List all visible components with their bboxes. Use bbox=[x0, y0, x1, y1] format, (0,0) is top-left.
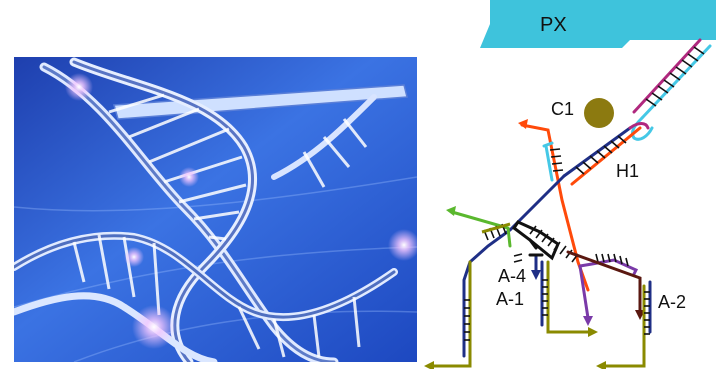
dna-helix-image bbox=[14, 57, 417, 362]
h1-rungs bbox=[575, 135, 627, 175]
helix-rungs bbox=[72, 93, 368, 358]
a4-label: A-4 bbox=[498, 266, 526, 286]
purple-strand bbox=[578, 258, 639, 320]
c1-catalyst bbox=[584, 98, 614, 128]
px-tether-rungs bbox=[645, 46, 705, 107]
green-strand bbox=[450, 210, 512, 248]
a2-duplex bbox=[602, 280, 652, 368]
cyan-segment bbox=[542, 141, 554, 182]
a1-label: A-1 bbox=[496, 289, 524, 309]
left-outer-arrowhead bbox=[424, 361, 434, 369]
a1-rungs bbox=[542, 279, 548, 316]
junction-extra-rungs bbox=[513, 253, 523, 263]
purple-rungs bbox=[595, 253, 629, 267]
top-rod bbox=[113, 84, 408, 120]
purple-arrowhead bbox=[583, 316, 593, 326]
a2-olive-arrowhead bbox=[596, 361, 606, 369]
px-platform bbox=[480, 0, 716, 48]
olive-left-stub bbox=[481, 222, 511, 234]
junction-rungs bbox=[529, 225, 579, 263]
h1-arrowhead bbox=[518, 119, 528, 129]
a2-maroon-strand bbox=[566, 250, 642, 314]
green-arrowhead bbox=[446, 206, 456, 216]
left-outer-rungs bbox=[464, 299, 470, 341]
left-outer-strand bbox=[430, 260, 472, 368]
a4-arrowhead bbox=[531, 270, 541, 280]
a2-label: A-2 bbox=[658, 292, 686, 312]
strand-schematic: PX C1 H1 bbox=[424, 0, 716, 369]
px-label: PX bbox=[540, 14, 567, 36]
light-glows bbox=[65, 73, 417, 349]
a1-arrowhead bbox=[588, 327, 598, 337]
helix-strands bbox=[14, 57, 398, 362]
a4-strand bbox=[528, 253, 544, 274]
cyan-rungs bbox=[549, 148, 564, 172]
a2-rungs bbox=[644, 291, 650, 335]
c1-label: C1 bbox=[551, 99, 574, 119]
h1-label: H1 bbox=[616, 161, 639, 181]
